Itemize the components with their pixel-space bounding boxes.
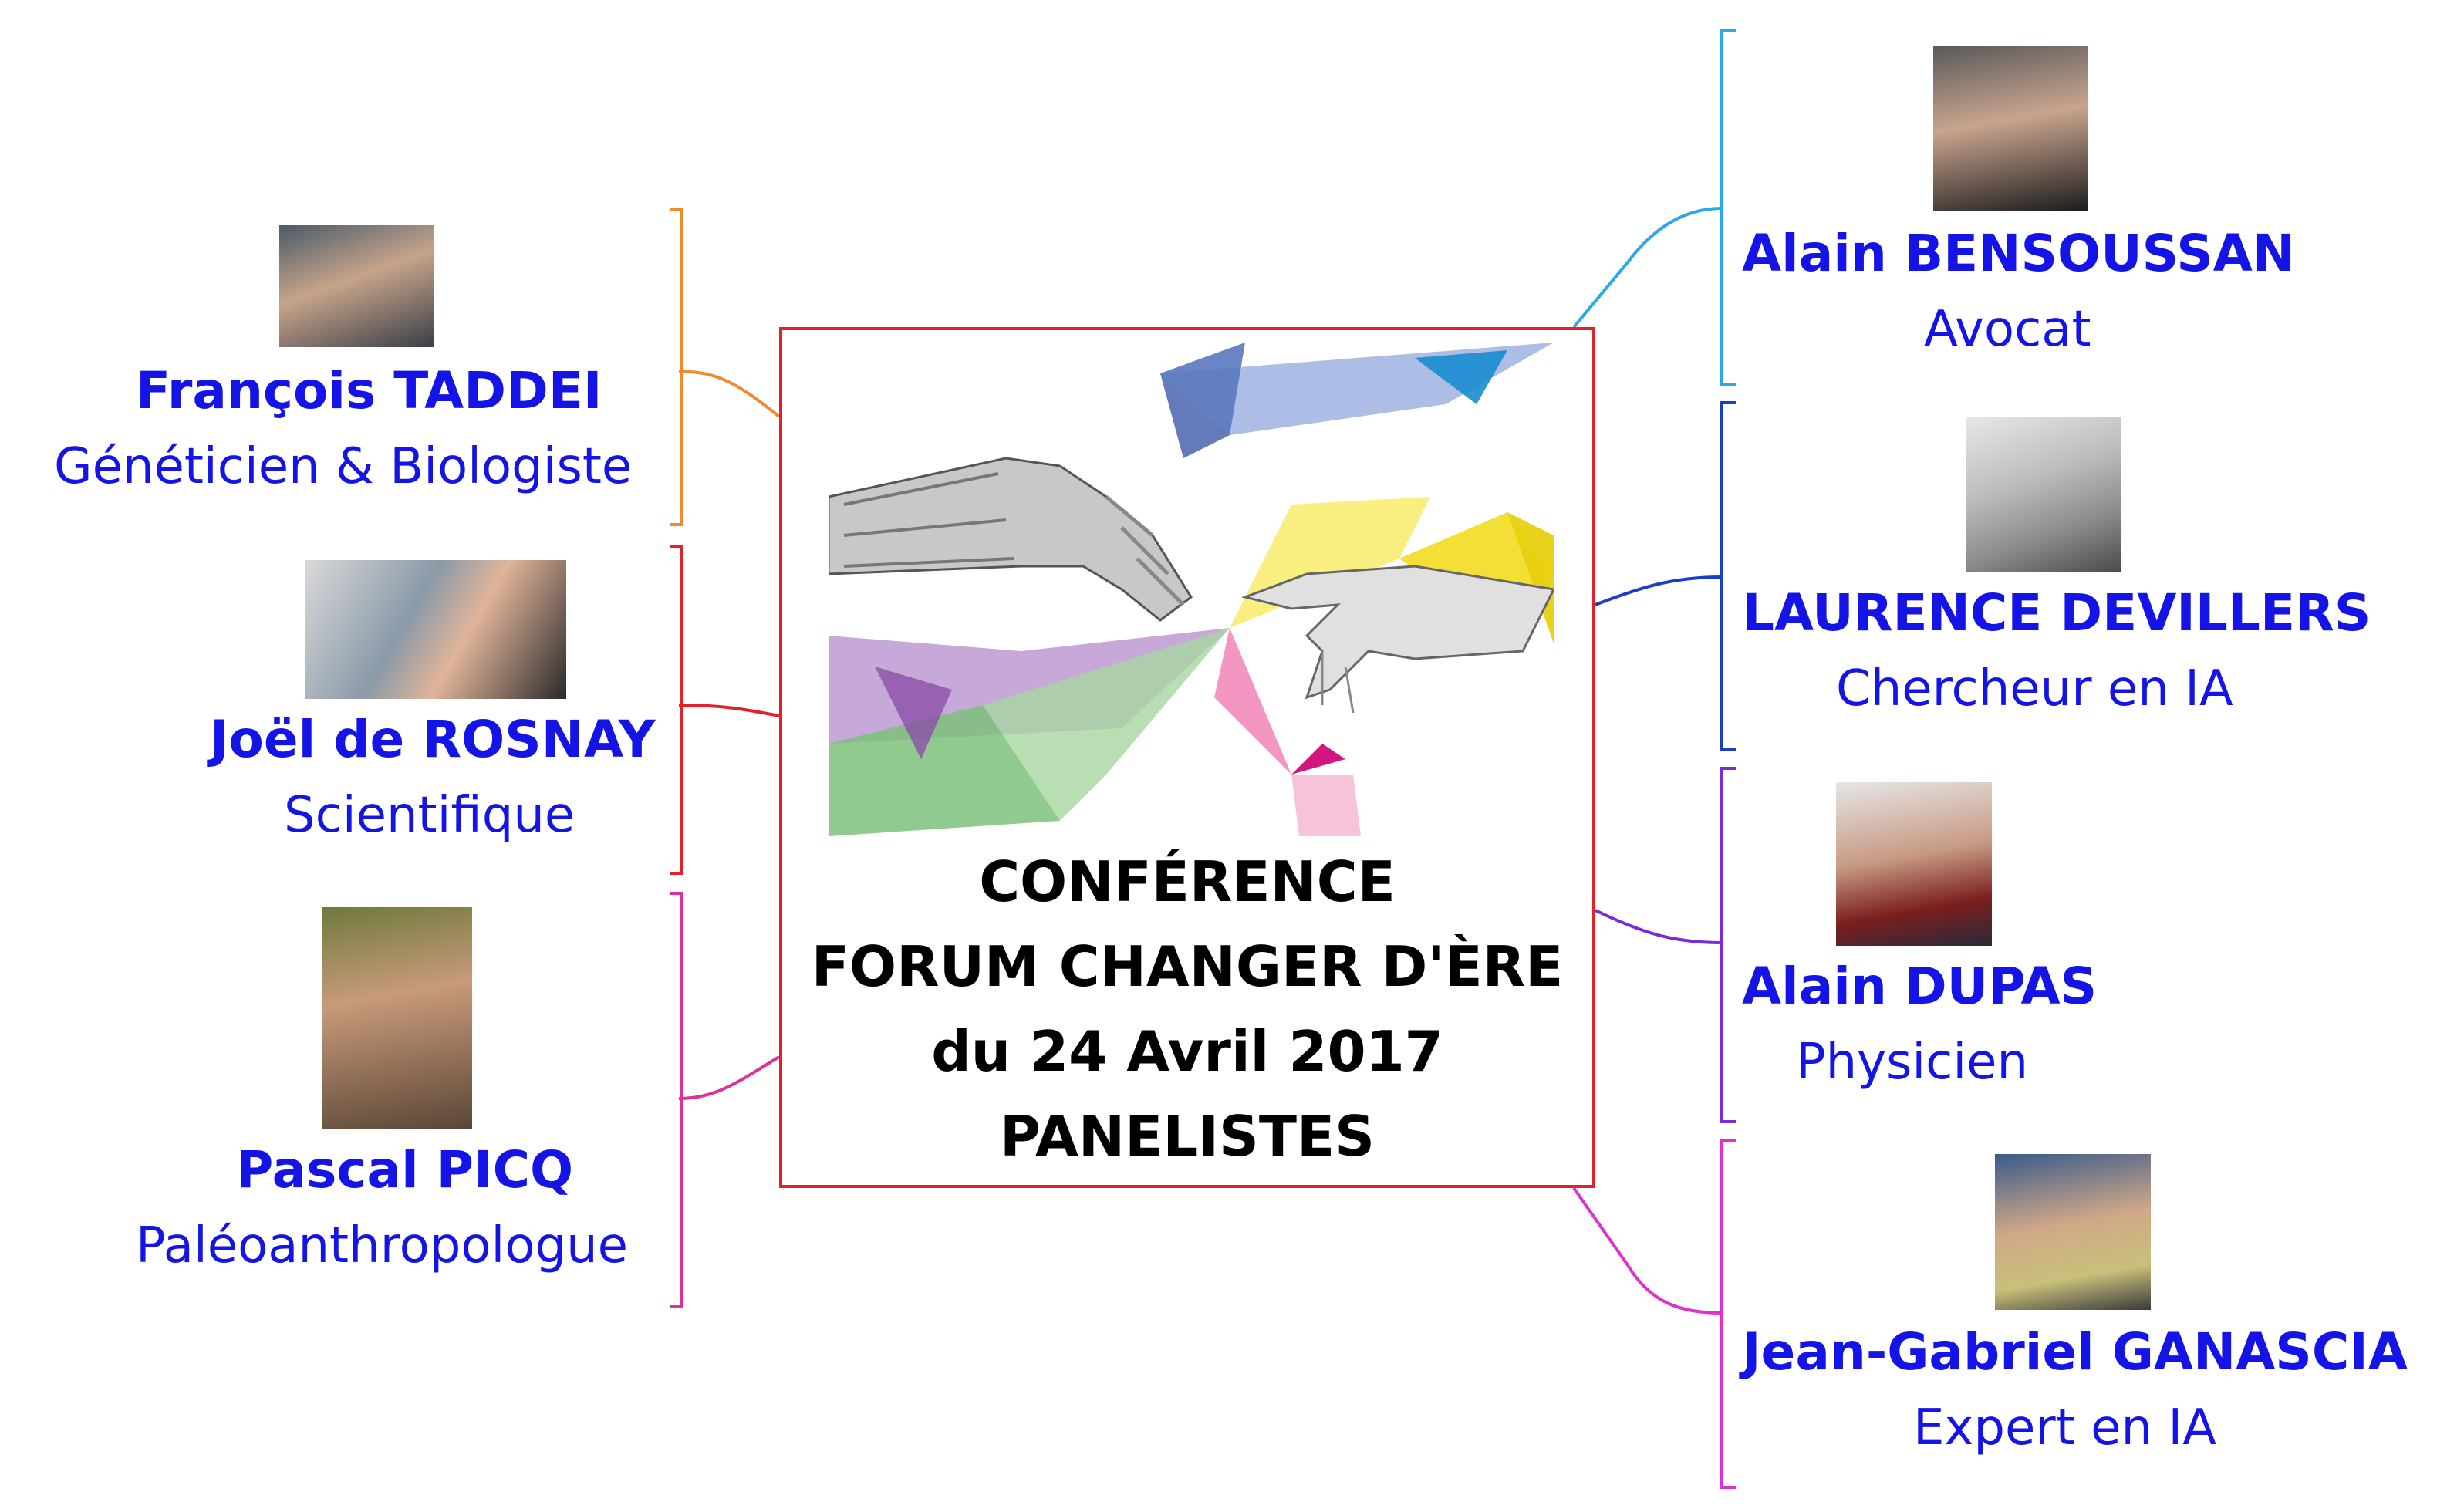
photo-taddei bbox=[279, 225, 434, 347]
photo-devillers bbox=[1966, 417, 2121, 572]
name-devillers: LAURENCE DEVILLERS bbox=[1742, 583, 2371, 643]
connector-rosnay bbox=[670, 546, 779, 873]
photo-rosnay bbox=[305, 560, 566, 699]
name-ganascia: Jean-Gabriel GANASCIA bbox=[1742, 1322, 2408, 1382]
role-dupas: Physicien bbox=[1796, 1034, 2028, 1091]
name-dupas: Alain DUPAS bbox=[1742, 957, 2097, 1016]
role-picq: Paléoanthropologue bbox=[136, 1217, 628, 1274]
role-rosnay: Scientifique bbox=[284, 787, 575, 844]
central-topic-box: CONFÉRENCE FORUM CHANGER D'ÈRE du 24 Avr… bbox=[779, 327, 1595, 1188]
name-picq: Pascal PICQ bbox=[236, 1140, 573, 1200]
connector-picq bbox=[670, 893, 779, 1307]
title-line-4: PANELISTES bbox=[782, 1094, 1592, 1179]
role-ganascia: Expert en IA bbox=[1913, 1399, 2216, 1456]
title-line-2: FORUM CHANGER D'ÈRE bbox=[782, 924, 1592, 1009]
role-bensoussan: Avocat bbox=[1924, 301, 2091, 358]
title-line-1: CONFÉRENCE bbox=[782, 839, 1592, 924]
connector-taddei bbox=[670, 210, 779, 525]
name-bensoussan: Alain BENSOUSSAN bbox=[1742, 224, 2295, 283]
role-devillers: Chercheur en IA bbox=[1836, 660, 2233, 717]
connector-dupas bbox=[1595, 768, 1736, 1122]
photo-bensoussan bbox=[1933, 46, 2088, 211]
central-topic-title: CONFÉRENCE FORUM CHANGER D'ÈRE du 24 Avr… bbox=[782, 839, 1592, 1179]
robot-human-hand-artwork bbox=[829, 343, 1554, 836]
connector-devillers bbox=[1595, 403, 1736, 750]
photo-dupas bbox=[1836, 782, 1992, 946]
photo-ganascia bbox=[1995, 1154, 2151, 1310]
photo-picq bbox=[322, 907, 472, 1129]
name-taddei: François TADDEI bbox=[136, 361, 602, 420]
connector-ganascia bbox=[1574, 1140, 1736, 1487]
connector-bensoussan bbox=[1574, 31, 1736, 384]
title-line-3: du 24 Avril 2017 bbox=[782, 1009, 1592, 1094]
name-rosnay: Joël de ROSNAY bbox=[210, 710, 656, 769]
role-taddei: Généticien & Biologiste bbox=[54, 438, 632, 495]
